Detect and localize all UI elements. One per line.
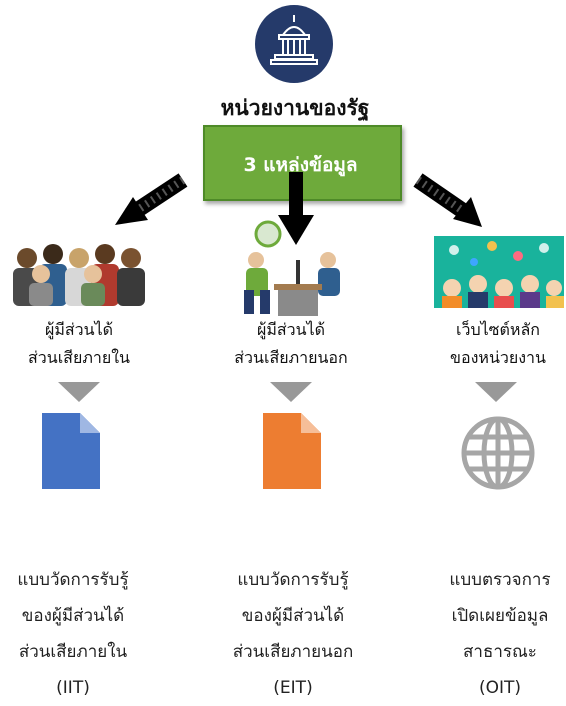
down-triangle-icon <box>475 382 517 402</box>
globe-icon <box>458 413 538 493</box>
website-social-image <box>434 236 564 308</box>
main-website-label: เว็บไซต์หลัก ของหน่วยงาน <box>450 320 546 367</box>
center-arrow-icon <box>278 172 314 245</box>
down-triangle-icon <box>270 382 312 402</box>
sources-count-label: 3 แหล่งข้อมูล <box>243 154 358 176</box>
internal-stakeholder-label: ผู้มีส่วนได้ ส่วนเสียภายใน <box>28 320 130 367</box>
down-triangle-icon <box>58 382 100 402</box>
external-stakeholder-label: ผู้มีส่วนได้ ส่วนเสียภายนอก <box>234 320 348 367</box>
left-arrow-icon <box>115 173 188 225</box>
eit-description: แบบวัดการรับรู้ ของผู้มีส่วนได้ ส่วนเสีย… <box>232 570 354 698</box>
page-title: หน่วยงานของรัฐ <box>220 96 370 120</box>
oit-description: แบบตรวจการ เปิดเผยข้อมูล สาธารณะ (OIT) <box>449 570 551 698</box>
government-building-icon <box>255 5 333 83</box>
meeting-desk-icon <box>240 218 344 316</box>
people-group-icon <box>5 240 153 306</box>
iit-description: แบบวัดการรับรู้ ของผู้มีส่วนได้ ส่วนเสีย… <box>17 570 129 698</box>
document-icon-orange <box>263 413 321 489</box>
right-arrow-icon <box>413 173 482 227</box>
document-icon-blue <box>42 413 100 489</box>
